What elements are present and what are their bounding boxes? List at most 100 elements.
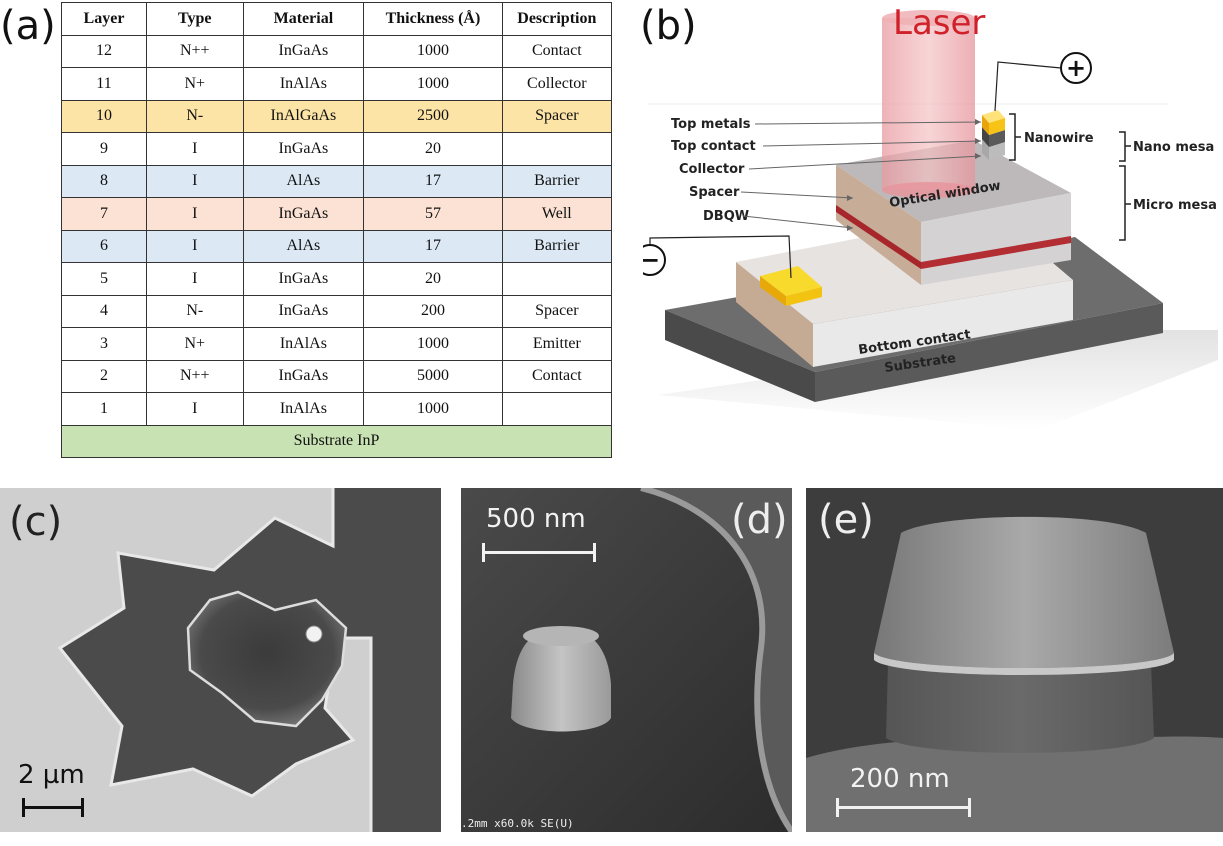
table-cell: 20 — [363, 132, 503, 166]
table-cell: I — [145, 392, 244, 426]
table-cell: Emitter — [501, 327, 613, 361]
table-cell — [501, 132, 613, 166]
laser-beam — [882, 18, 975, 190]
scale-label-c: 2 µm — [18, 760, 85, 790]
nanowire-contact-right — [989, 130, 1005, 147]
sem-image-e: (e) 200 nm — [806, 488, 1223, 832]
micro-mesa-bracket — [1119, 165, 1131, 241]
dbqw-leader — [742, 215, 854, 229]
spacer-label: Spacer — [689, 185, 740, 200]
floor-shadow — [658, 330, 1218, 430]
top-metal-top — [982, 110, 1005, 123]
nanowire-collector-right — [989, 142, 1005, 160]
collector-label: Collector — [679, 162, 745, 177]
top-metal-front — [982, 115, 989, 135]
table-cell: AlAs — [242, 164, 365, 198]
micro-mesa-front — [836, 165, 921, 285]
stem-e — [886, 663, 1154, 753]
table-cell — [501, 392, 613, 426]
scale-label-e: 200 nm — [850, 764, 950, 794]
table-cell: InAlGaAs — [242, 99, 365, 133]
table-cell: Spacer — [501, 99, 613, 133]
panel-label-d: (d) — [731, 497, 788, 543]
sem-c-graphic — [57, 488, 441, 832]
table-cell: 3 — [61, 327, 147, 361]
table-cell: I — [145, 229, 244, 263]
scale-bar-e — [836, 798, 971, 817]
table-cell: I — [145, 132, 244, 166]
table-cell: InGaAs — [242, 197, 365, 231]
table-cell: 5 — [61, 262, 147, 296]
pillar-d — [511, 628, 611, 732]
table-cell: Well — [501, 197, 613, 231]
table-cell: Contact — [501, 34, 613, 68]
table-cell: 1000 — [363, 327, 503, 361]
table-header-cell: Material — [242, 2, 365, 36]
bottom-pad-front — [760, 276, 786, 306]
plus-sign: + — [1066, 54, 1086, 82]
nanowire-dot — [305, 625, 323, 643]
table-header-cell: Description — [501, 2, 613, 36]
table-cell: N- — [145, 99, 244, 133]
bottom-contact-right — [813, 280, 1073, 367]
table-cell: InGaAs — [242, 359, 365, 393]
table-header-cell: Type — [145, 2, 244, 36]
table-cell: I — [145, 164, 244, 198]
laser-beam-top — [882, 10, 975, 26]
panel-label-c: (c) — [9, 499, 63, 545]
table-cell: 6 — [61, 229, 147, 263]
plus-electrode — [1060, 52, 1092, 84]
dbqw-band-right — [921, 236, 1071, 269]
sem-d-graphic — [461, 488, 792, 832]
top-contact-label: Top contact — [671, 139, 756, 154]
laser-label: Laser — [893, 3, 985, 43]
plus-wire — [994, 61, 1062, 112]
table-cell: InGaAs — [242, 294, 365, 328]
table-cell: Barrier — [501, 164, 613, 198]
table-cell: Contact — [501, 359, 613, 393]
table-cell: I — [145, 262, 244, 296]
laser-beam-bottom — [882, 182, 975, 198]
bottom-pad-top — [760, 266, 822, 296]
table-cell: 1000 — [363, 34, 503, 68]
table-cell: 1000 — [363, 67, 503, 101]
scale-bar-d — [482, 543, 596, 562]
top-metals-leader — [754, 121, 982, 125]
cap-band-e — [874, 653, 1174, 675]
top-contact-leader — [762, 140, 982, 147]
spacer-leader — [740, 191, 854, 199]
nano-mesa-bracket — [1119, 131, 1131, 162]
nanowire-bracket — [1009, 113, 1021, 161]
table-cell: InGaAs — [242, 262, 365, 296]
table-cell: 11 — [61, 67, 147, 101]
bottom-pad-right — [786, 287, 822, 306]
panel-label-e: (e) — [818, 497, 874, 543]
nano-mesa-label: Nano mesa — [1133, 140, 1214, 155]
minus-electrode — [643, 244, 666, 276]
table-cell: InGaAs — [242, 34, 365, 68]
sem-image-c: (c) 2 µm — [0, 488, 441, 832]
top-metal-right — [989, 118, 1005, 135]
table-cell: InGaAs — [242, 132, 365, 166]
central-mesa — [186, 590, 348, 728]
table-cell: Collector — [501, 67, 613, 101]
table-cell: N- — [145, 294, 244, 328]
sem-e-graphic — [806, 488, 1223, 832]
table-cell: 20 — [363, 262, 503, 296]
mesa-rim-d — [640, 488, 792, 832]
scale-bar-c — [22, 798, 84, 817]
panel-label-a: (a) — [0, 3, 56, 49]
table-cell: 4 — [61, 294, 147, 328]
table-header-cell: Thickness (Å) — [363, 2, 503, 36]
table-cell — [501, 262, 613, 296]
scale-label-d: 500 nm — [486, 504, 586, 534]
